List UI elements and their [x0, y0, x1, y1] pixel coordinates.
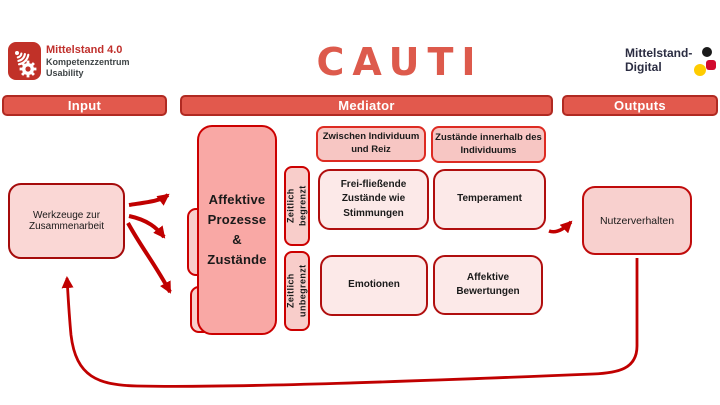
logo-dot-yellow-icon — [694, 64, 706, 76]
mediator-cell-emotionen: Emotionen — [320, 255, 428, 316]
output-box-nutzerverhalten: Nutzerverhalten — [582, 186, 692, 255]
mediator-header-individuum-reiz: Zwischen Individuum und Reiz — [316, 126, 426, 162]
logo-right-line1: Mittelstand- — [625, 46, 693, 60]
page-title: CAUTI — [316, 40, 484, 84]
core-box-affektive-prozesse: Affektive Prozesse & Zustände — [197, 125, 277, 335]
wifi-gear-icon — [8, 42, 41, 80]
mediator-header-innerhalb-individuum: Zustände innerhalb des Individuums — [431, 126, 546, 163]
column-header-outputs: Outputs — [562, 95, 718, 116]
mediator-cell-affektive-bewertungen: Affektive Bewertungen — [433, 255, 543, 315]
arrow-input-to-core-top — [128, 193, 170, 207]
logo-left-line3: Usability — [46, 68, 84, 79]
mediator-cell-temperament: Temperament — [433, 169, 546, 230]
row-label-zeitlich-begrenzt: Zeitlich begrenzt — [284, 166, 310, 246]
column-header-input: Input — [2, 95, 167, 116]
row-label-zeitlich-begrenzt-text: Zeitlich begrenzt — [285, 185, 308, 227]
column-header-mediator: Mediator — [180, 95, 553, 116]
arrow-input-to-core-bottom — [126, 222, 172, 294]
logo-left-line1: Mittelstand 4.0 — [46, 44, 123, 56]
mittelstand-digital-logo-text: Mittelstand- Digital — [625, 46, 692, 74]
mittelstand40-logo-text: Mittelstand 4.0 Kompetenzzentrum Usabili… — [46, 44, 130, 79]
row-label-zeitlich-unbegrenzt: Zeitlich unbegrenzt — [284, 251, 310, 331]
input-box-werkzeuge: Werkzeuge zur Zusammenarbeit — [8, 183, 125, 259]
logo-right-line2: Digital — [625, 60, 662, 75]
arrow-mediator-to-output — [548, 220, 573, 234]
logo-left-line2: Kompetenzzentrum — [46, 57, 130, 68]
row-label-zeitlich-unbegrenzt-text: Zeitlich unbegrenzt — [285, 264, 307, 318]
mediator-cell-frei-fliessende: Frei-fließende Zustände wie Stimmungen — [318, 169, 429, 230]
arrow-input-to-core-middle — [128, 214, 166, 239]
logo-dot-black-icon — [702, 47, 712, 57]
logo-dot-red-icon — [706, 60, 716, 70]
